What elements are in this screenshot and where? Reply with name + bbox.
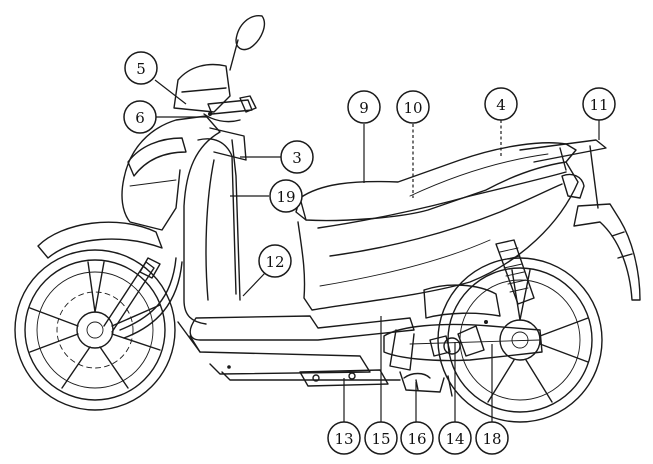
stand bbox=[299, 369, 445, 393]
callout-5: 5 bbox=[124, 51, 158, 85]
rear-rack bbox=[519, 139, 607, 209]
engine-unit bbox=[383, 284, 543, 371]
callout-12: 12 bbox=[258, 244, 292, 278]
callout-13: 13 bbox=[327, 421, 361, 455]
callout-6: 6 bbox=[123, 100, 157, 134]
callout-3: 3 bbox=[280, 140, 314, 174]
callout-label-11: 11 bbox=[589, 96, 608, 114]
callout-10: 10 bbox=[396, 90, 430, 124]
rear-mudguard bbox=[573, 203, 641, 301]
callout-16: 16 bbox=[400, 421, 434, 455]
front-shield bbox=[123, 115, 221, 325]
handlebar bbox=[173, 63, 257, 161]
callout-9: 9 bbox=[347, 90, 381, 124]
rear-wheel bbox=[437, 257, 603, 423]
callout-label-6: 6 bbox=[135, 109, 145, 127]
mirror bbox=[229, 15, 266, 71]
callout-14: 14 bbox=[438, 421, 472, 455]
callout-4: 4 bbox=[484, 87, 518, 121]
callout-18: 18 bbox=[475, 421, 509, 455]
callout-label-19: 19 bbox=[276, 188, 295, 206]
rear-shock bbox=[495, 239, 535, 305]
callout-label-18: 18 bbox=[482, 430, 501, 448]
scooter-illustration bbox=[14, 15, 641, 423]
callout-label-9: 9 bbox=[359, 99, 369, 117]
callout-label-4: 4 bbox=[496, 96, 506, 114]
floorboard bbox=[189, 315, 415, 341]
callout-label-5: 5 bbox=[136, 60, 146, 78]
front-wheel bbox=[14, 249, 176, 411]
leader-lines bbox=[154, 79, 600, 422]
leader-12 bbox=[242, 272, 266, 297]
headlight bbox=[127, 137, 187, 177]
front-mudguard bbox=[37, 221, 163, 259]
rear-body bbox=[297, 161, 579, 311]
callout-label-10: 10 bbox=[403, 99, 422, 117]
callout-label-15: 15 bbox=[371, 430, 390, 448]
callout-label-3: 3 bbox=[292, 149, 302, 167]
callout-label-16: 16 bbox=[407, 430, 426, 448]
callout-label-12: 12 bbox=[265, 253, 284, 271]
callouts: 5 6 3 19 9 10 4 11 bbox=[123, 51, 616, 455]
callout-15: 15 bbox=[364, 421, 398, 455]
leader-5 bbox=[154, 79, 187, 105]
seat bbox=[295, 142, 577, 222]
callout-19: 19 bbox=[269, 179, 303, 213]
front-fork bbox=[103, 257, 183, 339]
callout-label-13: 13 bbox=[334, 430, 353, 448]
callout-label-14: 14 bbox=[445, 430, 464, 448]
callout-11: 11 bbox=[582, 87, 616, 121]
